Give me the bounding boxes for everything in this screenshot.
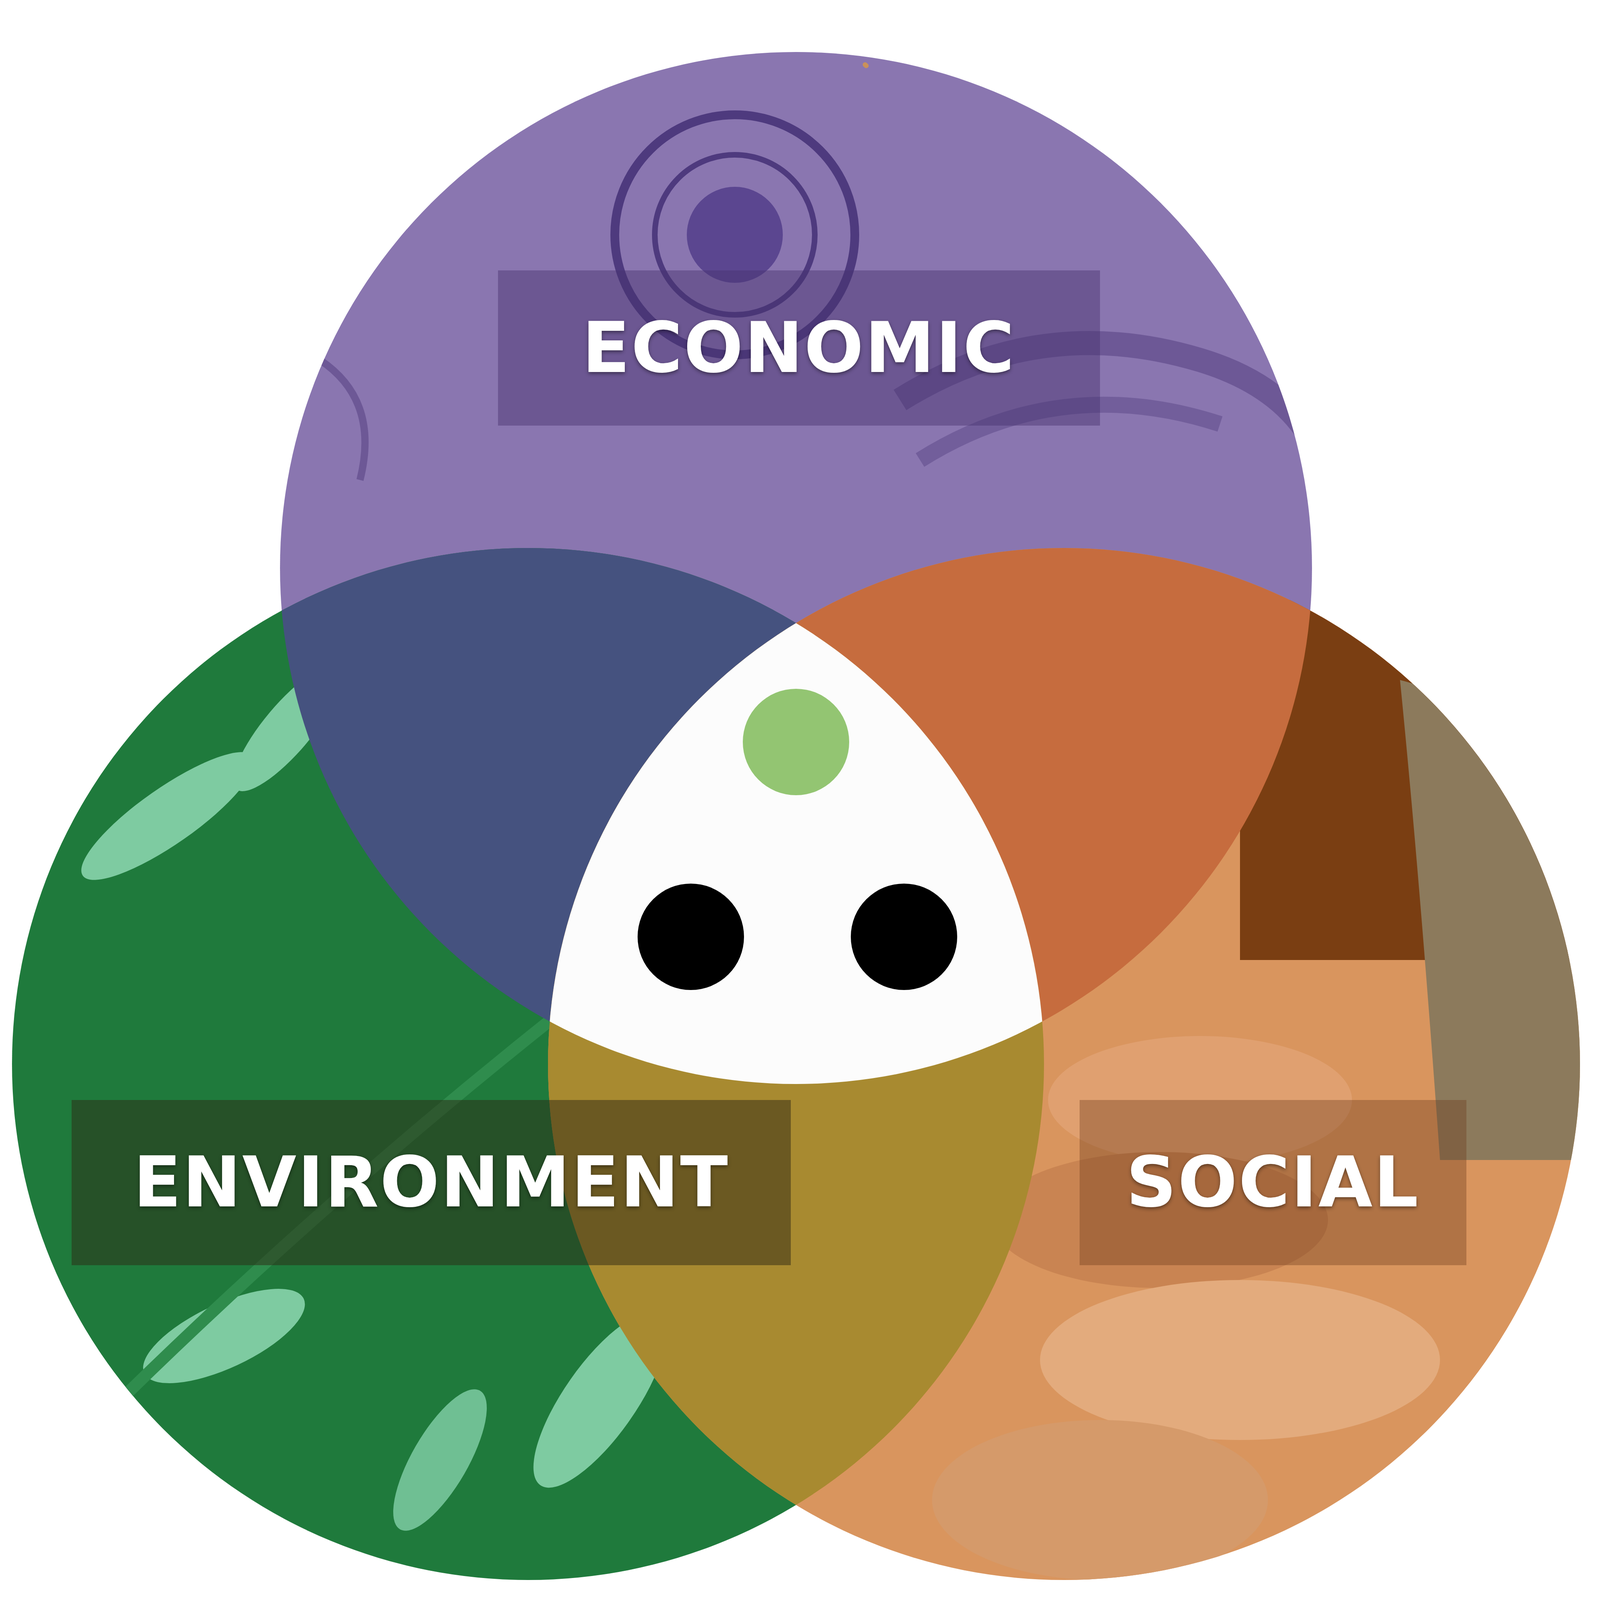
label-band: ENVIRONMENT [71,1100,791,1266]
economic-social-overlap [548,548,1580,1580]
venn-circle: ENVIRONMENT [12,548,1044,1580]
social-circle [548,548,1580,1580]
center-overlap [548,548,1580,1580]
circle-label: ECONOMIC [582,309,1016,387]
circle-label: ENVIRONMENT [133,1144,729,1222]
black-dot [637,883,744,990]
venn-circle: ECONOMIC [280,52,1312,1084]
label-band: ECONOMIC [498,270,1100,426]
circle-label: SOCIAL [1126,1144,1420,1222]
venn-circle: SOCIAL [548,548,1580,1580]
environment-social-overlap [548,548,1580,1580]
green-dot [742,688,850,796]
banknote-texture [320,22,1312,480]
label-band: SOCIAL [1079,1100,1467,1266]
black-dot [850,883,958,990]
